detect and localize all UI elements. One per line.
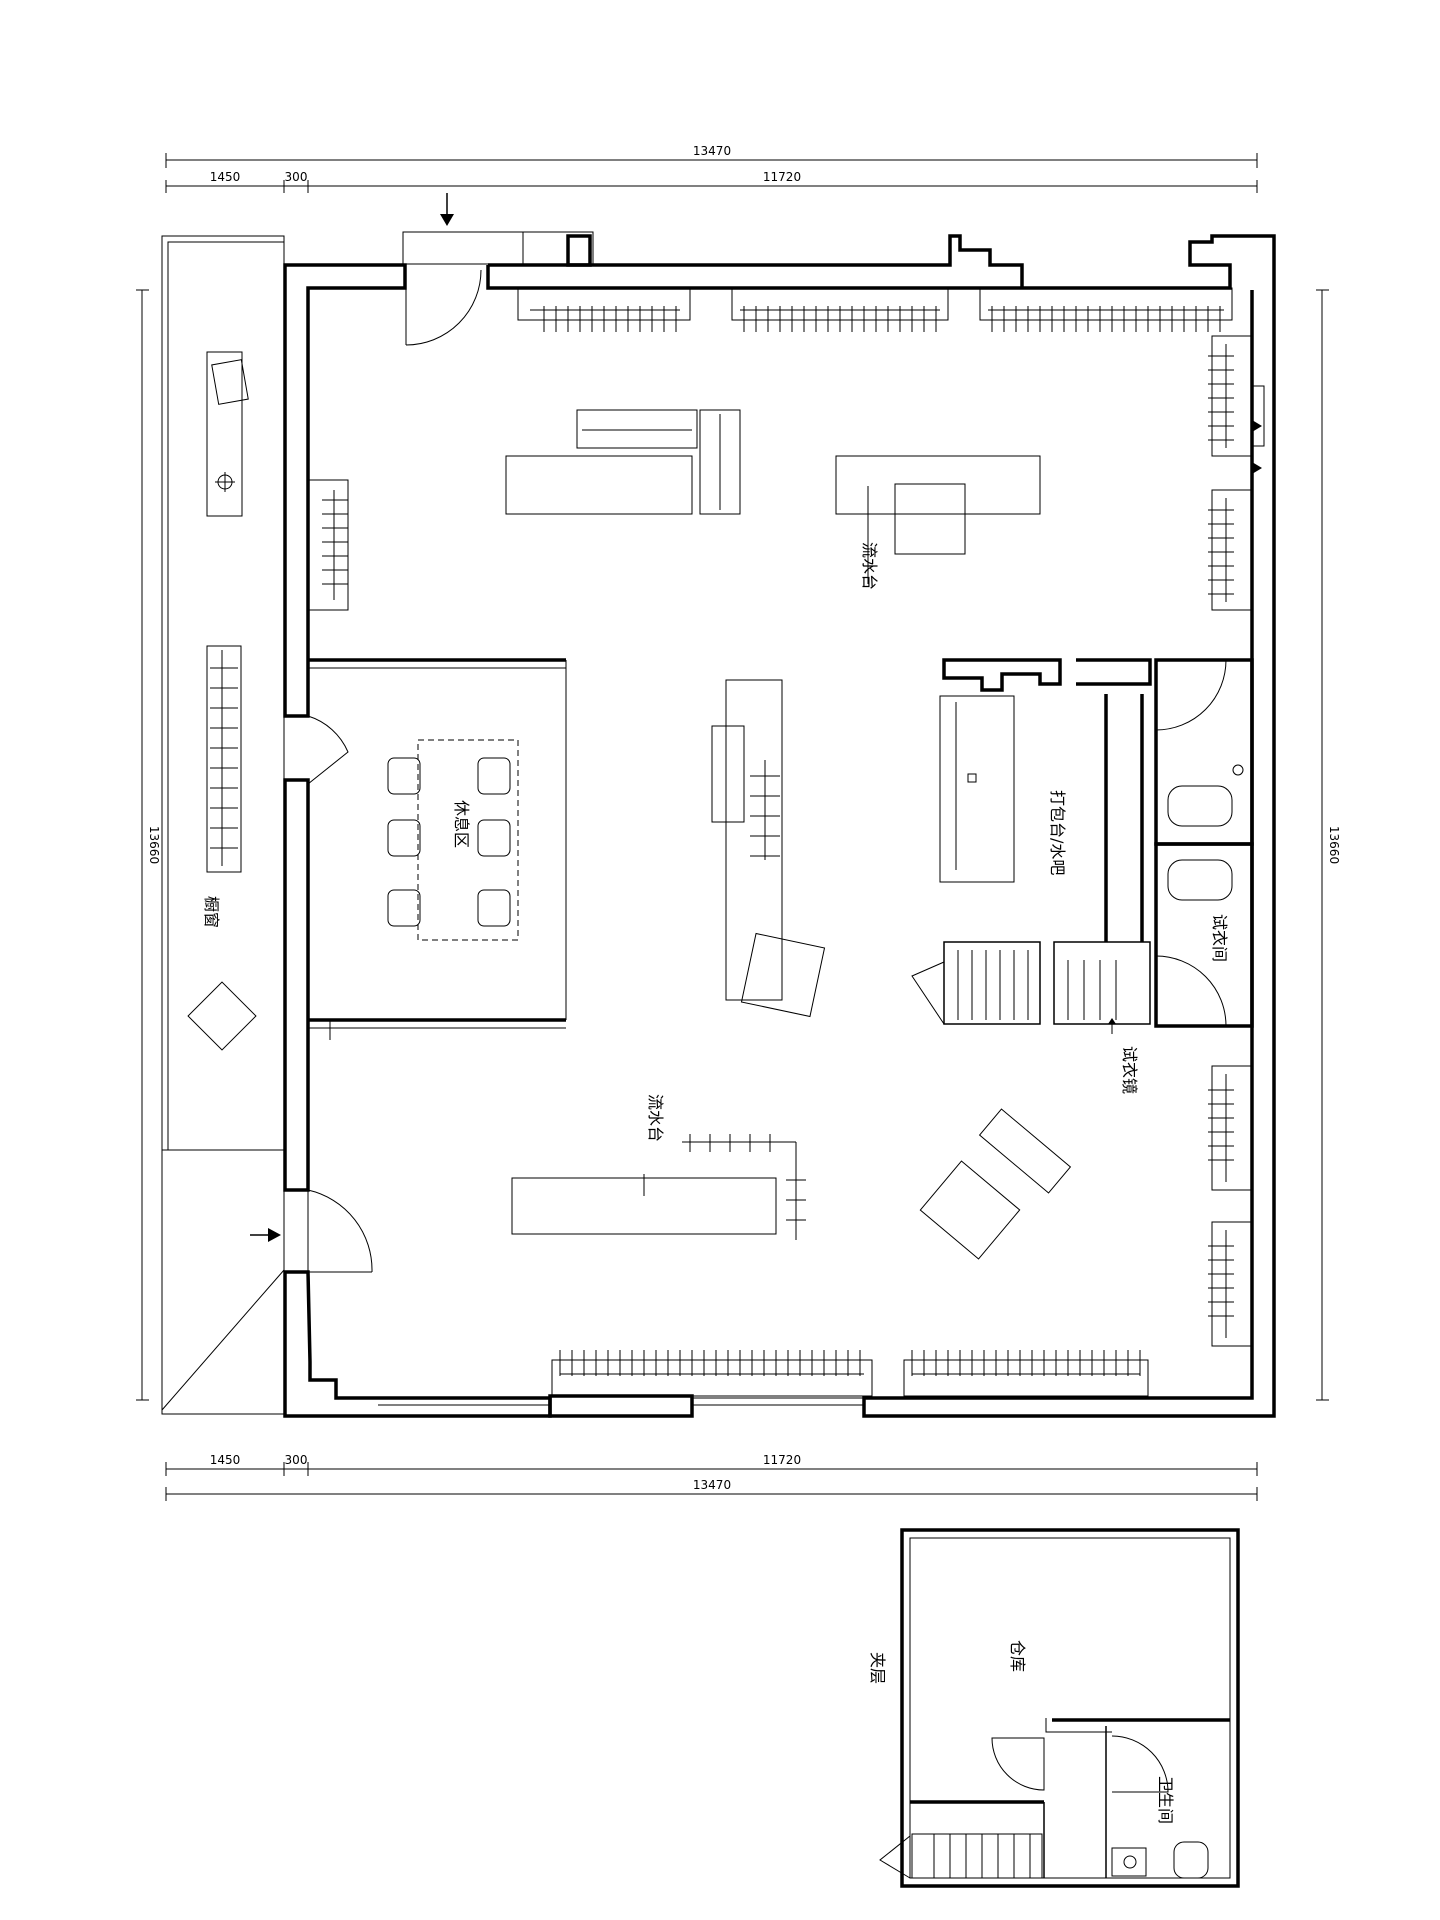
door-left-entry — [307, 1189, 373, 1273]
top-dimensions: 13470 1450 300 11720 — [165, 144, 1258, 193]
main-stairs — [911, 941, 1151, 1025]
window-furniture — [187, 351, 257, 1051]
mezzanine-plan — [879, 1528, 1240, 1888]
center-island — [711, 679, 826, 1018]
right-dimension: 13660 — [1316, 289, 1341, 1401]
label-storage: 仓库 — [1008, 1640, 1027, 1672]
label-mezzanine: 夹层 — [868, 1652, 887, 1684]
lounge-table — [387, 739, 519, 941]
walls — [283, 234, 1276, 1418]
label-lounge: 休息区 — [452, 800, 471, 848]
dim-top-total: 13470 — [693, 144, 731, 158]
rack-right-1 — [1211, 335, 1253, 457]
dim-bottom-total: 13470 — [693, 1478, 731, 1492]
packing-bar-area — [939, 658, 1152, 942]
rack-left-1 — [307, 479, 349, 611]
dim-bottom-right: 11720 — [763, 1453, 801, 1467]
bottom-dimensions: 1450 300 11720 13470 — [165, 1453, 1258, 1501]
rack-top-3 — [979, 287, 1233, 321]
angled-display — [919, 1108, 1072, 1260]
door-lounge — [307, 715, 349, 785]
dim-top-left: 1450 — [210, 170, 241, 184]
rack-right-2 — [1211, 489, 1253, 611]
dim-top-right: 11720 — [763, 170, 801, 184]
label-counter-bottom: 流水台 — [646, 1094, 665, 1142]
dim-bottom-left: 1450 — [210, 1453, 241, 1467]
label-toilet: 卫生间 — [1156, 1776, 1175, 1824]
lounge-partition — [308, 658, 567, 1040]
room-labels: 流水台 流水台 休息区 打包台/水吧 试衣间 试衣镜 橱窗 夹层 仓库 卫生间 — [202, 542, 1229, 1824]
label-fitting-room: 试衣间 — [1210, 914, 1229, 962]
window-zone — [161, 231, 594, 1415]
label-packing-bar: 打包台/水吧 — [1048, 790, 1067, 875]
rack-right-3 — [1211, 1065, 1253, 1191]
rack-right-4 — [1211, 1221, 1253, 1347]
counter-top-area — [505, 409, 1041, 584]
label-fitting-mirror: 试衣镜 — [1120, 1046, 1139, 1094]
rack-bottom-1 — [551, 1359, 873, 1397]
window-rack-rails — [210, 667, 238, 849]
fitting-mirror-pointer — [1108, 1018, 1116, 1034]
door-top-entry — [405, 269, 482, 346]
entrance-arrow-top — [440, 193, 454, 226]
fitting-rooms — [1154, 658, 1254, 1028]
counter-bottom-area — [511, 1134, 806, 1240]
left-dimension: 13660 — [136, 289, 161, 1401]
dim-bottom-mid: 300 — [285, 1453, 308, 1467]
rack-bottom-2 — [903, 1359, 1149, 1397]
mezzanine-stairs — [933, 1834, 1031, 1878]
dim-top-mid: 300 — [285, 170, 308, 184]
label-counter-top: 流水台 — [860, 542, 879, 590]
label-display-window: 橱窗 — [202, 896, 221, 928]
dim-left-height: 13660 — [147, 826, 161, 864]
entrance-arrow-left — [250, 1228, 281, 1242]
dim-right-height: 13660 — [1327, 826, 1341, 864]
